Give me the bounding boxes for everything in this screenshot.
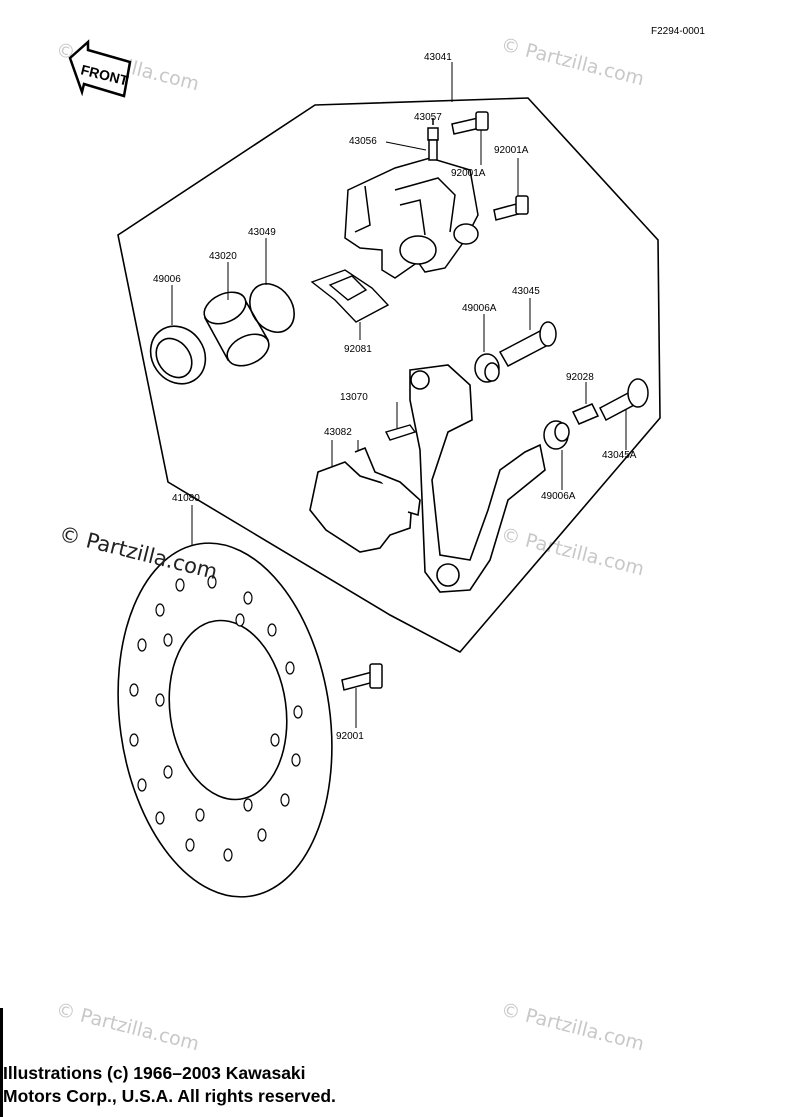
caliper-assembly-outline: [117, 97, 661, 654]
pin-sleeve: [571, 403, 600, 425]
part-label: 92001A: [451, 168, 486, 179]
watermark: © Partzilla.com: [499, 999, 647, 1056]
caliper-bolt: [451, 111, 489, 135]
brake-disc: [117, 542, 333, 898]
part-label: 43049: [248, 227, 276, 238]
part-label: 41080: [172, 493, 200, 504]
part-label: 92001: [336, 731, 364, 742]
brake-piston: [203, 291, 270, 367]
page-edge-mark: [0, 1008, 3, 1117]
watermark: © Partzilla.com: [54, 999, 202, 1056]
slide-pin-boot: [543, 420, 570, 450]
part-label: 43057: [414, 112, 442, 123]
copyright-line-2: Motors Corp., U.S.A. All rights reserved…: [3, 1086, 336, 1106]
part-label: 92001A: [494, 145, 529, 156]
slide-pin: [498, 321, 557, 367]
brake-pad-set: [309, 446, 421, 553]
watermark: © Partzilla.com: [499, 524, 647, 581]
watermark: © Partzilla.com: [499, 34, 647, 91]
disc-mounting-bolt: [341, 663, 383, 691]
copyright-line-1: Illustrations (c) 1966–2003 Kawasaki: [3, 1063, 306, 1083]
figure-code: F2294-0001: [651, 26, 705, 37]
part-labels: 43041 43057 43056 92001A 92001A 43049 43…: [153, 52, 637, 742]
part-label: 43082: [324, 427, 352, 438]
part-label: 92028: [566, 372, 594, 383]
part-label: 92081: [344, 344, 372, 355]
part-label: 43045: [512, 286, 540, 297]
caliper-bolt: [493, 195, 529, 221]
part-label: 43045A: [602, 450, 637, 461]
part-label: 13070: [340, 392, 368, 403]
front-arrow-icon: FRONT: [68, 39, 132, 98]
part-label: 49006A: [541, 491, 576, 502]
part-label: 43020: [209, 251, 237, 262]
part-label: 43056: [349, 136, 377, 147]
piston-seal: [149, 325, 207, 385]
part-label: 43041: [424, 52, 452, 63]
anti-rattle-spring: [310, 269, 390, 323]
caliper-bracket: [409, 364, 546, 593]
slide-pin: [599, 378, 649, 422]
bleed-valve: [427, 118, 439, 161]
caliper-body: [344, 157, 479, 279]
part-label: 49006A: [462, 303, 497, 314]
slide-pin-boot: [474, 353, 500, 383]
pad-spring: [384, 424, 417, 441]
part-label: 49006: [153, 274, 181, 285]
dust-seal-ring: [249, 283, 295, 333]
leader-line: [385, 141, 427, 151]
copyright-notice: Illustrations (c) 1966–2003 Kawasaki Mot…: [3, 1062, 423, 1108]
